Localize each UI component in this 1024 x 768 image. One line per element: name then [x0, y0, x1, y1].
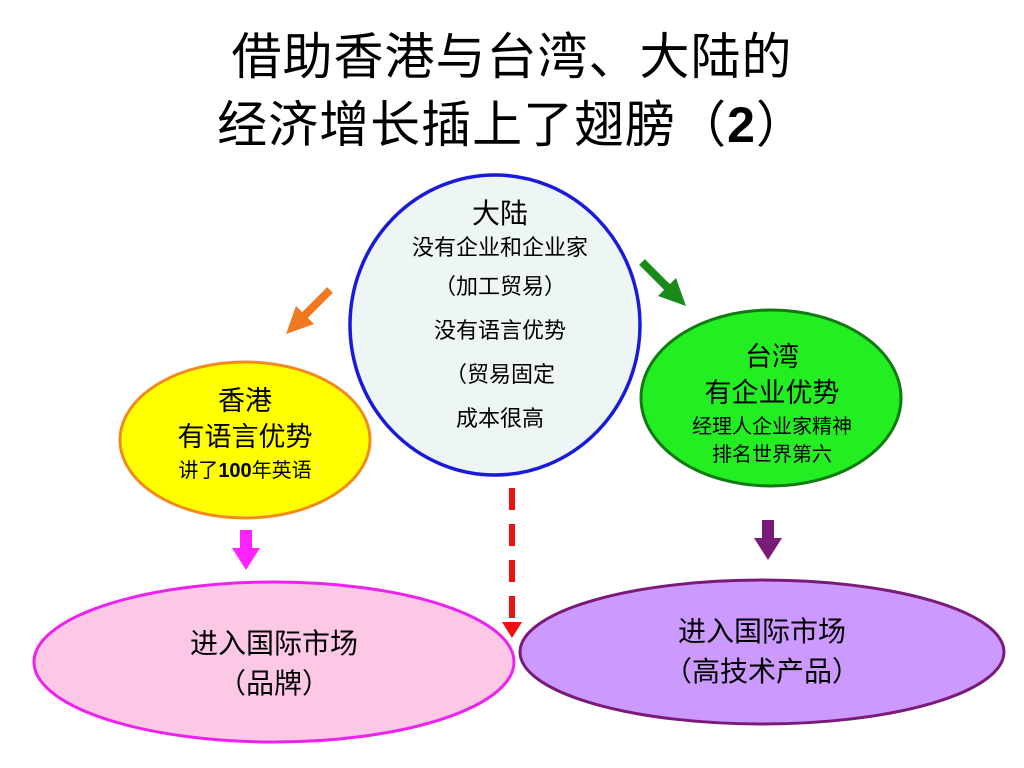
- mainland-line-4: （贸易固定: [444, 363, 555, 388]
- arrow-to-hongkong: [286, 287, 333, 334]
- hongkong-ellipse: [118, 360, 372, 520]
- taiwan-node: 台湾 有企业优势 经理人企业家精神 排名世界第六: [642, 340, 902, 468]
- arrow-to-taiwan: [639, 259, 686, 306]
- market-left-ellipse: [32, 580, 516, 744]
- title-line-2-text: 经济增长插上了翅膀（: [217, 96, 728, 154]
- market-left-node: 进入国际市场 （品牌）: [34, 624, 514, 704]
- market-left-line-1: 进入国际市场: [189, 627, 358, 660]
- arrow-mainland-dashed: [502, 488, 522, 638]
- market-right-node: 进入国际市场 （高技术产品）: [520, 612, 1004, 692]
- title-line-2: 经济增长插上了翅膀（2）: [0, 94, 1024, 156]
- taiwan-heading: 台湾: [745, 342, 799, 373]
- mainland-line-3: 没有语言优势: [433, 319, 566, 344]
- hongkong-heading: 香港: [218, 386, 272, 417]
- taiwan-detail-1: 经理人企业家精神: [692, 414, 852, 438]
- hongkong-node: 香港 有语言优势 讲了100年英语: [120, 384, 370, 485]
- hongkong-detail: 讲了100年英语: [120, 456, 370, 485]
- market-right-ellipse: [518, 578, 1006, 726]
- mainland-ellipse: [348, 173, 642, 477]
- arrow-taiwan-to-market: [754, 520, 782, 560]
- taiwan-detail-2: 排名世界第六: [712, 442, 832, 466]
- hongkong-detail-prefix: 讲了: [178, 458, 219, 482]
- arrow-hongkong-to-market: [232, 530, 260, 570]
- hongkong-detail-number: 100: [218, 460, 252, 482]
- title-line-1: 借助香港与台湾、大陆的: [231, 28, 793, 86]
- mainland-line-5: 成本很高: [455, 407, 544, 432]
- title-line-2-number: 2: [727, 97, 756, 153]
- market-right-line-2: （高技术产品）: [663, 655, 860, 688]
- mainland-line-1: 没有企业和企业家: [411, 236, 588, 261]
- taiwan-advantage: 有企业优势: [704, 378, 840, 409]
- taiwan-ellipse: [639, 308, 903, 488]
- mainland-line-2: （加工贸易）: [433, 275, 566, 300]
- market-right-line-1: 进入国际市场: [677, 615, 846, 648]
- hongkong-detail-suffix: 年英语: [251, 458, 312, 482]
- hongkong-advantage: 有语言优势: [177, 422, 313, 453]
- market-left-line-2: （品牌）: [217, 667, 330, 700]
- mainland-heading: 大陆: [471, 197, 528, 230]
- title-line-2-close: ）: [755, 96, 807, 154]
- mainland-node: 大陆 没有企业和企业家 （加工贸易） 没有语言优势 （贸易固定 成本很高: [360, 196, 640, 442]
